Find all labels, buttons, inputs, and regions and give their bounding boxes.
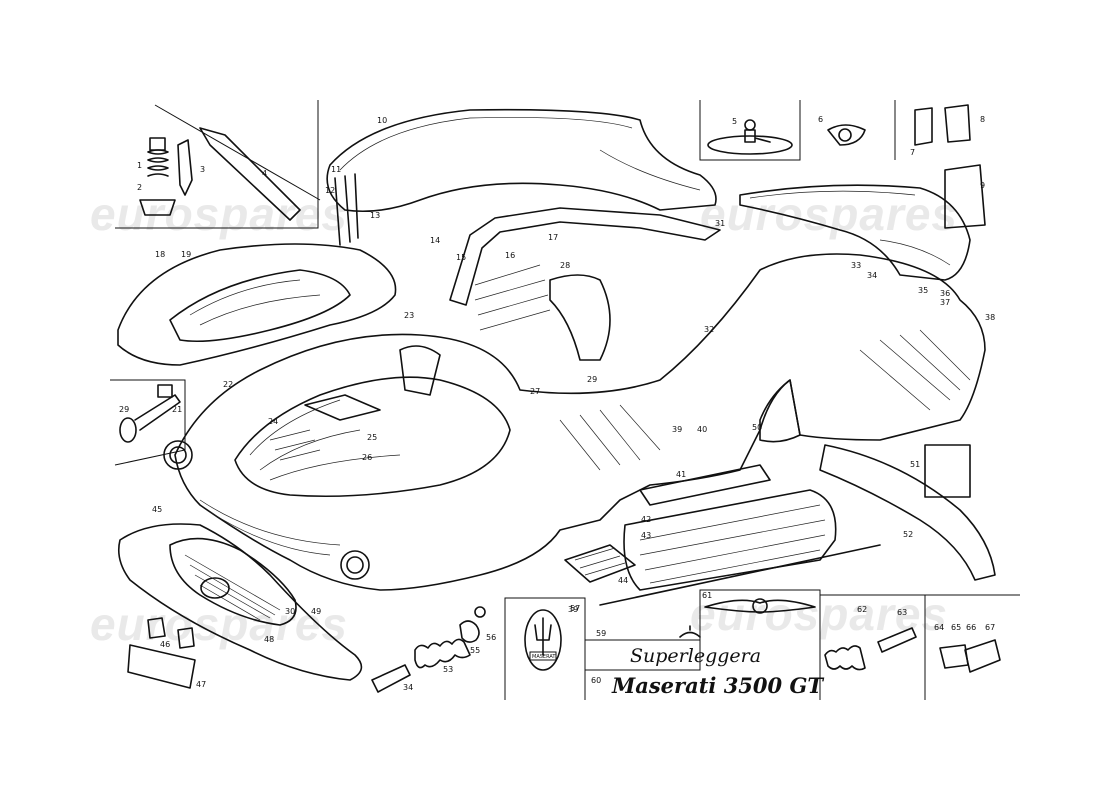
part-number: 56 (486, 633, 496, 642)
part-number: 27 (530, 387, 540, 396)
part-number: 67 (985, 623, 995, 632)
rear-deck (739, 184, 971, 281)
part-number: 31 (715, 219, 725, 228)
part-number: 52 (903, 530, 913, 539)
part-number: 39 (672, 425, 682, 434)
part-number: 7 (910, 148, 915, 157)
part-number: 44 (618, 576, 628, 585)
part-number: 9 (980, 181, 985, 190)
part-number: 64 (934, 623, 944, 632)
part-number: 13 (370, 211, 380, 220)
part-number: 50 (752, 423, 762, 432)
part-number: 48 (264, 635, 274, 644)
part-number: 2 (137, 183, 142, 192)
part-number: 66 (966, 623, 976, 632)
part-number: 65 (951, 623, 961, 632)
part-number: 37 (940, 298, 950, 307)
part-number: 36 (940, 289, 950, 298)
roof-panel (326, 108, 717, 246)
windshield-frame (449, 207, 721, 306)
part-number: 15 (456, 253, 466, 262)
part-number: 18 (155, 250, 165, 259)
part-number: 25 (367, 433, 377, 442)
suspension-parts (139, 104, 321, 221)
part-number: 42 (641, 515, 651, 524)
part-number: 4 (262, 169, 267, 178)
part-number: 63 (897, 608, 907, 617)
part-number: 38 (985, 313, 995, 322)
part-number: 33 (851, 261, 861, 270)
part-number: 34 (403, 683, 413, 692)
part-number: 26 (362, 453, 372, 462)
small-hardware-right (824, 627, 1001, 673)
part-number: 39 (568, 605, 578, 614)
part-number: 16 (505, 251, 515, 260)
maserati-emblem: MASERATI (524, 609, 562, 671)
part-number: 14 (430, 236, 440, 245)
part-number: 28 (560, 261, 570, 270)
body-shell (163, 253, 986, 591)
part-number: 29 (587, 375, 597, 384)
part-number: 21 (172, 405, 182, 414)
script-badges: Superleggera Maserati 3500 GT (611, 625, 824, 698)
part-number: 34 (867, 271, 877, 280)
part-number: 19 (181, 250, 191, 259)
part-number: 57 (570, 604, 580, 613)
part-number: 59 (596, 629, 606, 638)
part-number: 23 (404, 311, 414, 320)
part-number: 1 (137, 161, 142, 170)
part-number: 55 (470, 646, 480, 655)
watermark: eurospares (90, 188, 348, 240)
watermark-group: eurospares eurospares eurospares eurospa… (90, 188, 958, 650)
part-number: 11 (331, 165, 341, 174)
watermark: eurospares (90, 598, 348, 650)
bump-stops (371, 606, 486, 693)
part-number: 5 (732, 117, 737, 126)
model-script: Maserati 3500 GT (611, 673, 824, 698)
panel-dividers (110, 100, 1020, 700)
part-number: 51 (910, 460, 920, 469)
part-number: 49 (311, 607, 321, 616)
part-number: 6 (818, 115, 823, 124)
part-number-labels: 1 2 3 4 5 6 7 8 9 10 11 12 13 14 15 16 1… (119, 115, 995, 692)
part-number: 43 (641, 531, 651, 540)
watermark: eurospares (700, 188, 958, 240)
part-number: 12 (325, 186, 335, 195)
emblem-text: MASERATI (532, 654, 557, 660)
rear-trim (819, 444, 996, 581)
part-number: 3 (200, 165, 205, 174)
front-bumper (117, 523, 363, 689)
part-number: 35 (918, 286, 928, 295)
door-panel (564, 489, 881, 606)
part-number: 53 (443, 665, 453, 674)
part-number: 8 (980, 115, 985, 124)
part-number: 10 (377, 116, 387, 125)
part-number: 24 (268, 417, 278, 426)
part-number: 17 (548, 233, 558, 242)
part-number: 41 (676, 470, 686, 479)
part-number: 62 (857, 605, 867, 614)
watermark: eurospares (690, 588, 948, 640)
part-number: 22 (223, 380, 233, 389)
part-number: 45 (152, 505, 162, 514)
part-number: 47 (196, 680, 206, 689)
small-fittings (707, 104, 986, 229)
part-number: 30 (285, 607, 295, 616)
part-number: 32 (704, 325, 714, 334)
part-number: 61 (702, 591, 712, 600)
lamp-parts (119, 384, 181, 443)
winged-badge (704, 598, 816, 614)
part-number: 60 (591, 676, 601, 685)
superleggera-script: Superleggera (630, 645, 761, 667)
part-number: 40 (697, 425, 707, 434)
bonnet (117, 243, 397, 366)
part-number: 46 (160, 640, 170, 649)
part-number: 29 (119, 405, 129, 414)
